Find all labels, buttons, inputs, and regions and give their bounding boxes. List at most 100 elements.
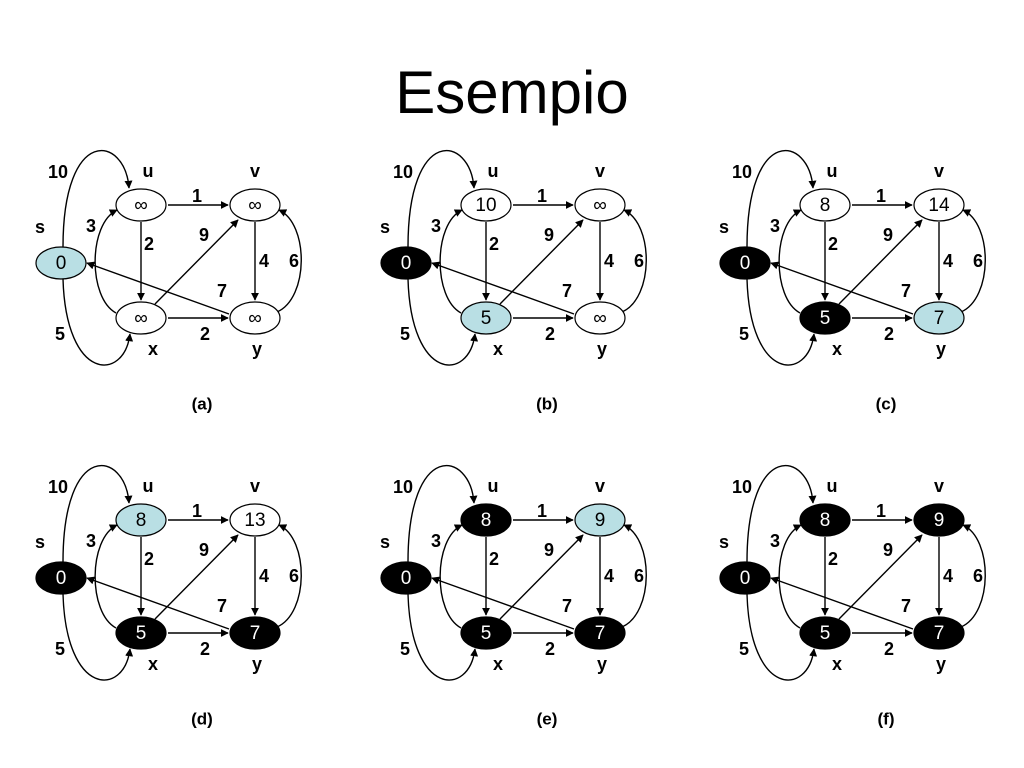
node-y bbox=[229, 301, 281, 335]
node-y-name: y bbox=[252, 339, 262, 359]
edge-x-u bbox=[94, 209, 118, 314]
node-s-distance: 0 bbox=[56, 568, 67, 589]
node-y-distance: 7 bbox=[934, 308, 945, 329]
node-s-distance: 0 bbox=[401, 253, 412, 274]
node-s-name: s bbox=[35, 532, 45, 552]
edge-weight-label: 1 bbox=[537, 501, 547, 521]
node-s-distance: 0 bbox=[740, 253, 751, 274]
edge-weight-label: 2 bbox=[144, 549, 154, 569]
edge-weight-label: 10 bbox=[393, 162, 413, 182]
edge-weight-label: 10 bbox=[393, 477, 413, 497]
node-x-name: x bbox=[148, 654, 158, 674]
edge-weight-label: 10 bbox=[48, 162, 68, 182]
node-y-name: y bbox=[936, 339, 946, 359]
node-v-name: v bbox=[595, 161, 605, 181]
edge-s-u bbox=[407, 464, 478, 563]
edge-weight-label: 9 bbox=[883, 225, 893, 245]
edge-weight-label: 5 bbox=[55, 639, 65, 659]
node-x bbox=[115, 301, 167, 335]
edge-s-u bbox=[746, 464, 817, 563]
node-x-distance: 5 bbox=[820, 308, 831, 329]
node-x-name: x bbox=[493, 339, 503, 359]
node-v bbox=[913, 188, 965, 222]
edge-weight-label: 2 bbox=[884, 324, 894, 344]
edge-s-u bbox=[62, 464, 133, 563]
node-x-distance: 5 bbox=[481, 308, 492, 329]
node-s bbox=[35, 246, 87, 280]
edge-y-v bbox=[276, 524, 302, 628]
node-s bbox=[719, 246, 771, 280]
edge-weight-label: 7 bbox=[217, 281, 227, 301]
node-u bbox=[460, 188, 512, 222]
node-y bbox=[913, 301, 965, 335]
edge-weight-label: 1 bbox=[876, 186, 886, 206]
edge-y-s bbox=[431, 576, 575, 630]
edge-x-v bbox=[838, 534, 923, 620]
edge-y-v bbox=[960, 524, 986, 628]
panel-caption: (d) bbox=[191, 709, 213, 728]
edge-weight-label: 2 bbox=[545, 324, 555, 344]
edge-weight-label: 7 bbox=[562, 281, 572, 301]
edge-weight-label: 5 bbox=[739, 324, 749, 344]
edge-weight-label: 9 bbox=[544, 225, 554, 245]
edge-y-s bbox=[86, 576, 230, 630]
edge-weight-label: 10 bbox=[732, 162, 752, 182]
edge-s-x bbox=[407, 278, 479, 366]
edge-weight-label: 2 bbox=[884, 639, 894, 659]
node-u-name: u bbox=[827, 476, 838, 496]
node-v-name: v bbox=[934, 476, 944, 496]
edge-weight-label: 6 bbox=[289, 251, 299, 271]
edge-weight-label: 5 bbox=[400, 639, 410, 659]
edge-x-v bbox=[499, 534, 584, 620]
edge-weight-label: 2 bbox=[489, 234, 499, 254]
node-u bbox=[115, 188, 167, 222]
edge-y-v bbox=[621, 209, 647, 313]
edge-weight-label: 3 bbox=[770, 531, 780, 551]
edge-weight-label: 4 bbox=[604, 251, 614, 271]
node-v-distance: 14 bbox=[928, 195, 950, 216]
edge-weight-label: 5 bbox=[739, 639, 749, 659]
node-s bbox=[35, 561, 87, 595]
edge-weight-label: 3 bbox=[86, 531, 96, 551]
node-v-name: v bbox=[250, 161, 260, 181]
edge-x-v bbox=[154, 534, 239, 620]
node-x-distance: 5 bbox=[481, 623, 492, 644]
edge-weight-label: 4 bbox=[259, 566, 269, 586]
node-s-name: s bbox=[719, 532, 729, 552]
node-u-name: u bbox=[488, 476, 499, 496]
edge-weight-label: 7 bbox=[217, 596, 227, 616]
edge-weight-label: 3 bbox=[431, 216, 441, 236]
node-u-distance: 10 bbox=[475, 195, 496, 216]
node-v bbox=[229, 503, 281, 537]
edge-weight-label: 5 bbox=[400, 324, 410, 344]
node-v-distance: 13 bbox=[244, 510, 265, 531]
edge-s-x bbox=[62, 593, 134, 681]
edge-weight-label: 9 bbox=[883, 540, 893, 560]
node-u bbox=[460, 503, 512, 537]
edge-weight-label: 5 bbox=[55, 324, 65, 344]
slide-title: Esempio bbox=[395, 59, 629, 126]
edge-s-u bbox=[62, 149, 133, 248]
node-s-distance: 0 bbox=[740, 568, 751, 589]
node-x bbox=[799, 301, 851, 335]
edge-y-s bbox=[431, 261, 575, 315]
node-v-distance: ∞ bbox=[248, 195, 262, 216]
edge-weight-label: 7 bbox=[901, 281, 911, 301]
node-v bbox=[574, 188, 626, 222]
edge-weight-label: 2 bbox=[200, 639, 210, 659]
edge-weight-label: 1 bbox=[192, 186, 202, 206]
edge-weight-label: 3 bbox=[86, 216, 96, 236]
node-x bbox=[460, 301, 512, 335]
node-y bbox=[229, 616, 281, 650]
node-x-distance: ∞ bbox=[134, 308, 148, 329]
node-x bbox=[460, 616, 512, 650]
node-y-distance: ∞ bbox=[248, 308, 262, 329]
edge-weight-label: 9 bbox=[199, 225, 209, 245]
edge-weight-label: 4 bbox=[604, 566, 614, 586]
edge-x-v bbox=[154, 219, 239, 305]
edge-weight-label: 2 bbox=[144, 234, 154, 254]
